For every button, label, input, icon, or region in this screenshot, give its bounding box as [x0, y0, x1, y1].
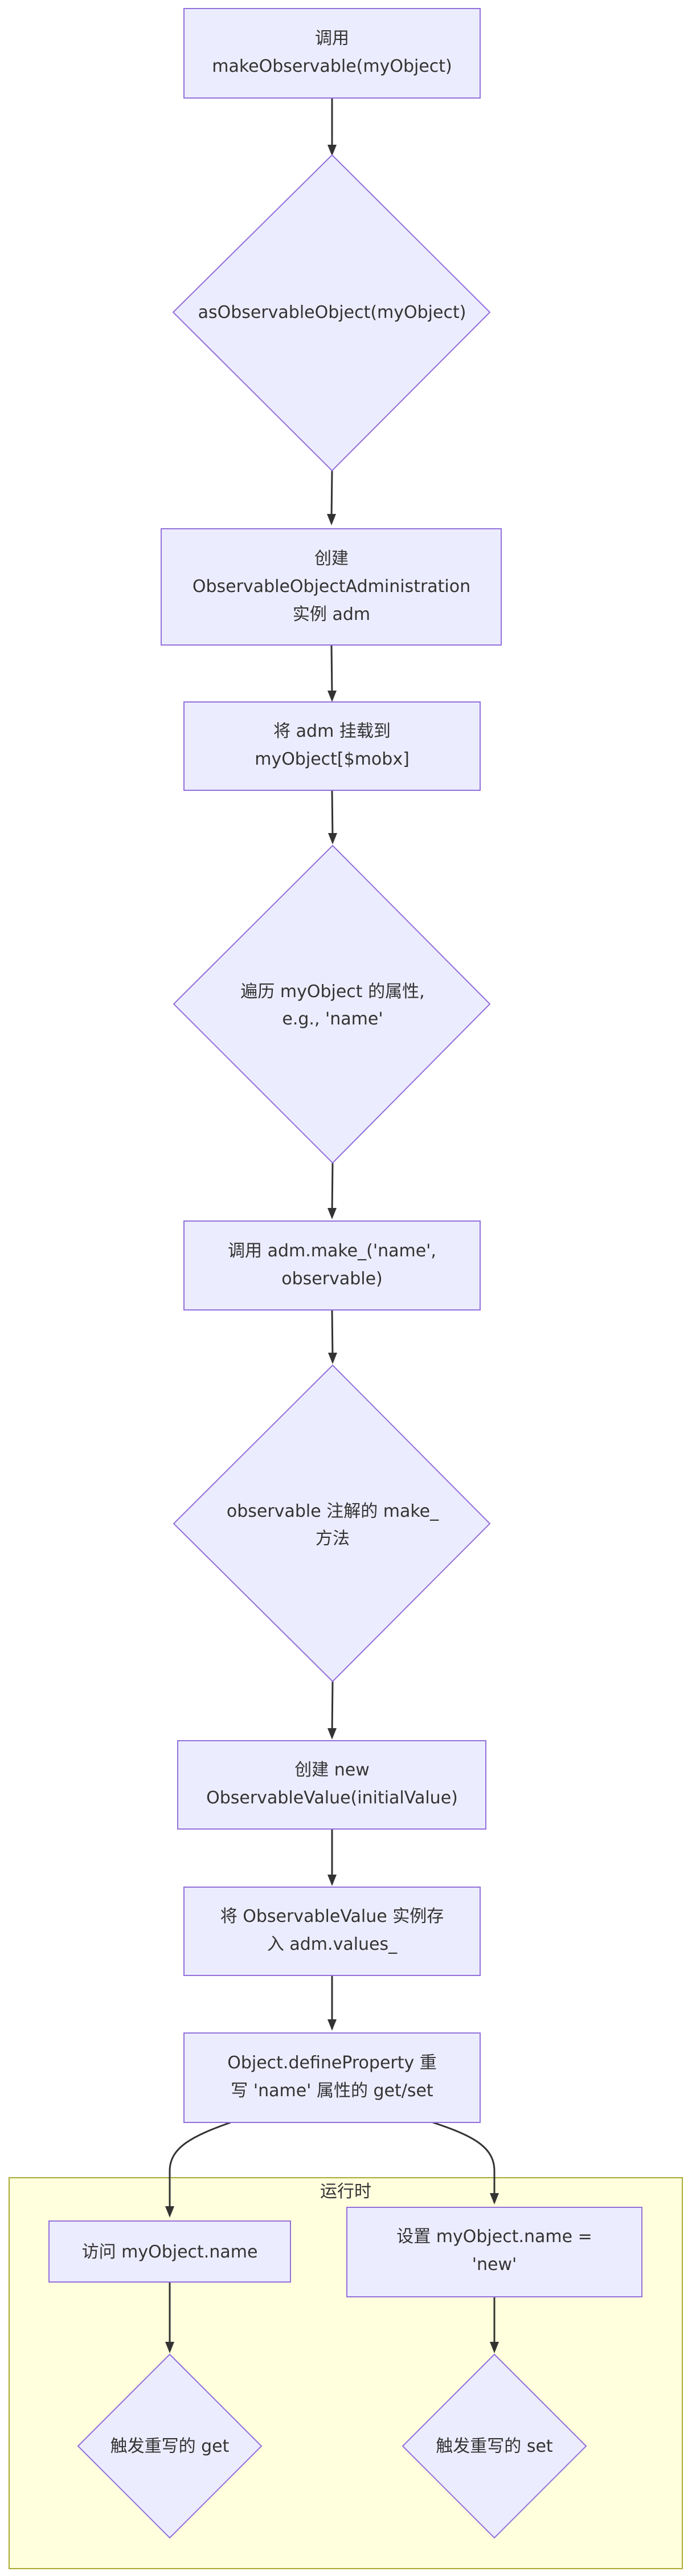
node-iterate-props: 遍历 myObject 的属性, e.g., 'name' [173, 844, 491, 1164]
node-set-name: 设置 myObject.name = 'new' [346, 2207, 642, 2297]
node-trigger-set-line-1: 触发重写的 set [436, 2436, 553, 2456]
edge-call-make-to-observable-make [331, 1309, 334, 1358]
node-access-name: 访问 myObject.name [48, 2220, 291, 2283]
node-store-values: 将 ObservableValue 实例存 入 adm.values_ [183, 1887, 481, 1976]
node-as-observable-object-line-1: asObservableObject(myObject) [198, 303, 466, 322]
node-observable-make-line-1: observable 注解的 make_ [227, 1501, 439, 1521]
node-iterate-props-line-2: e.g., 'name' [282, 1009, 383, 1029]
edge-define-property-to-access-name [169, 2121, 231, 2211]
node-store-values-line-1: 将 ObservableValue 实例存 [220, 1907, 444, 1926]
node-mount-adm: 将 adm 挂载到 myObject[$mobx] [183, 701, 481, 791]
node-call-make-observable: 调用 makeObservable(myObject) [183, 8, 481, 99]
node-as-observable-object: asObservableObject(myObject) [172, 154, 491, 472]
node-set-name-line-1: 设置 myObject.name = [396, 2227, 592, 2247]
node-observable-make: observable 注解的 make_ 方法 [173, 1364, 491, 1683]
arrowheads [165, 145, 499, 2353]
node-define-property: Object.defineProperty 重 写 'name' 属性的 get… [183, 2032, 481, 2123]
node-set-name-line-2: 'new' [472, 2255, 517, 2275]
node-observable-make-line-2: 方法 [316, 1529, 350, 1549]
edge-observable-make-to-create-value [331, 1681, 334, 1733]
node-define-property-line-1: Object.defineProperty 重 [227, 2053, 437, 2073]
node-trigger-get: 触发重写的 get [77, 2353, 263, 2539]
node-create-adm-line-3: 实例 adm [293, 605, 370, 624]
node-call-make-observable-line-1: 调用 [315, 28, 349, 48]
node-define-property-line-2: 写 'name' 属性的 get/set [231, 2081, 433, 2101]
node-create-adm-line-2: ObservableObjectAdministration [193, 577, 470, 597]
node-access-name-line-1: 访问 myObject.name [82, 2242, 258, 2262]
edges [165, 98, 499, 2353]
node-create-adm-line-1: 创建 [314, 549, 349, 569]
edge-mount-adm-to-iterate [331, 790, 334, 838]
edge-as-observable-to-create-adm [330, 470, 333, 519]
node-create-observable-value-line-2: ObservableValue(initialValue) [206, 1788, 458, 1808]
runtime-cluster-title: 运行时 [320, 2182, 371, 2202]
edge-define-property-to-set-name [432, 2121, 496, 2198]
edge-create-adm-to-mount-adm [330, 644, 333, 696]
node-call-adm-make: 调用 adm.make_('name', observable) [183, 1220, 481, 1311]
node-trigger-set: 触发重写的 set [402, 2353, 587, 2539]
node-call-make-observable-line-2: makeObservable(myObject) [212, 56, 452, 76]
edge-iterate-to-call-make [331, 1162, 334, 1213]
node-iterate-props-line-1: 遍历 myObject 的属性, [240, 982, 424, 1002]
node-mount-adm-line-2: myObject[$mobx] [255, 749, 410, 769]
node-trigger-get-line-1: 触发重写的 get [110, 2436, 230, 2456]
node-create-observable-value-line-1: 创建 new [294, 1760, 370, 1780]
node-create-adm: 创建 ObservableObjectAdministration 实例 adm [161, 528, 502, 646]
node-call-adm-make-line-2: observable) [281, 1269, 383, 1289]
node-store-values-line-2: 入 adm.values_ [267, 1934, 398, 1954]
node-call-adm-make-line-1: 调用 adm.make_('name', [228, 1241, 436, 1261]
node-create-observable-value: 创建 new ObservableValue(initialValue) [177, 1740, 486, 1830]
node-mount-adm-line-1: 将 adm 挂载到 [273, 721, 391, 741]
